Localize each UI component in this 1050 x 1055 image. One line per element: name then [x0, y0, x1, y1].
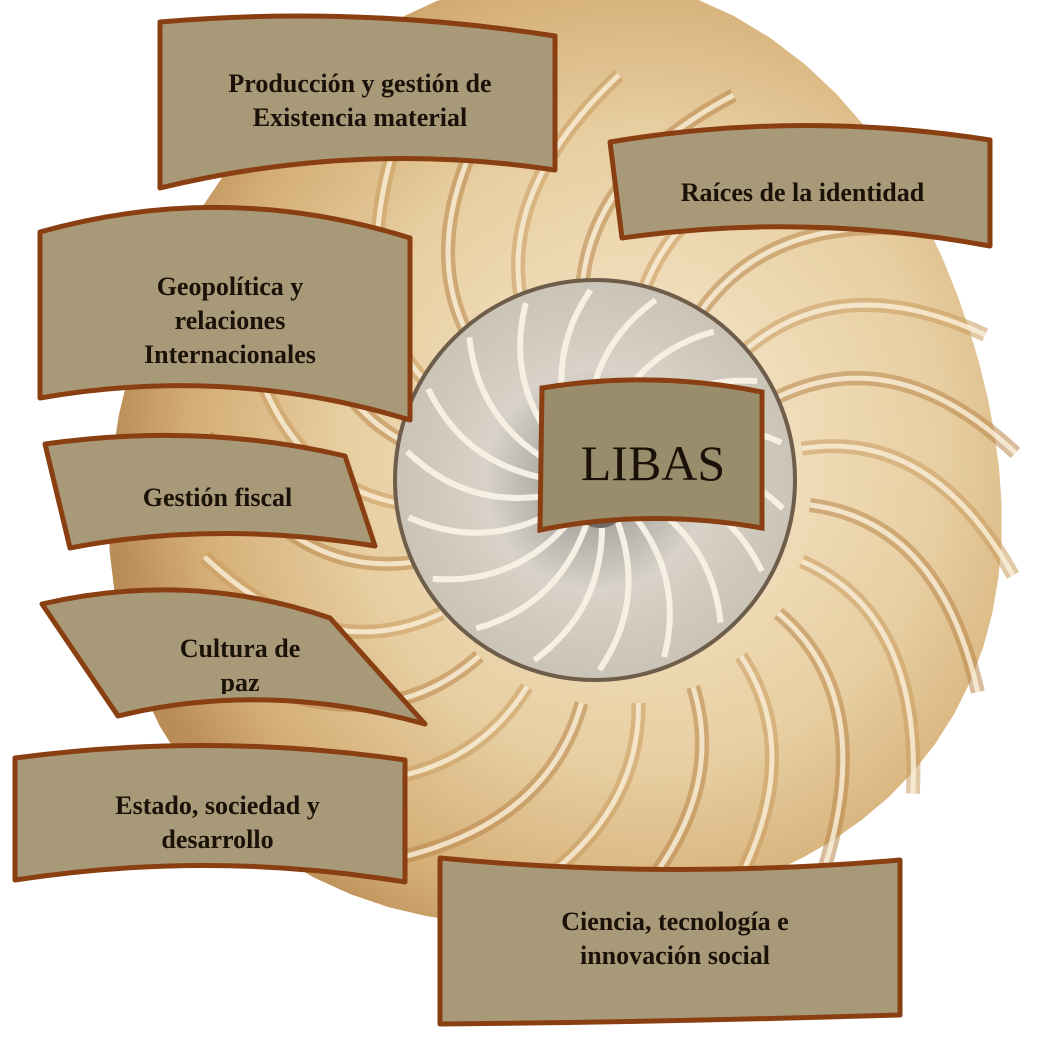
shell-septum-highlight [809, 502, 981, 693]
shell-septum-highlight [800, 559, 916, 794]
shell-septum-highlight [776, 611, 846, 873]
shell-septum-highlight [739, 302, 987, 356]
shell-core [572, 472, 628, 528]
inner-septum [532, 519, 605, 663]
shell-septum-highlight [777, 375, 1018, 455]
inner-septum [425, 387, 556, 483]
inner-septum [405, 449, 559, 501]
shell-septum-highlight [381, 702, 584, 865]
shell-septum-highlight [801, 443, 1016, 577]
inner-septum [597, 513, 632, 672]
inner-septum [475, 518, 591, 632]
shell-septum-highlight [515, 73, 621, 324]
